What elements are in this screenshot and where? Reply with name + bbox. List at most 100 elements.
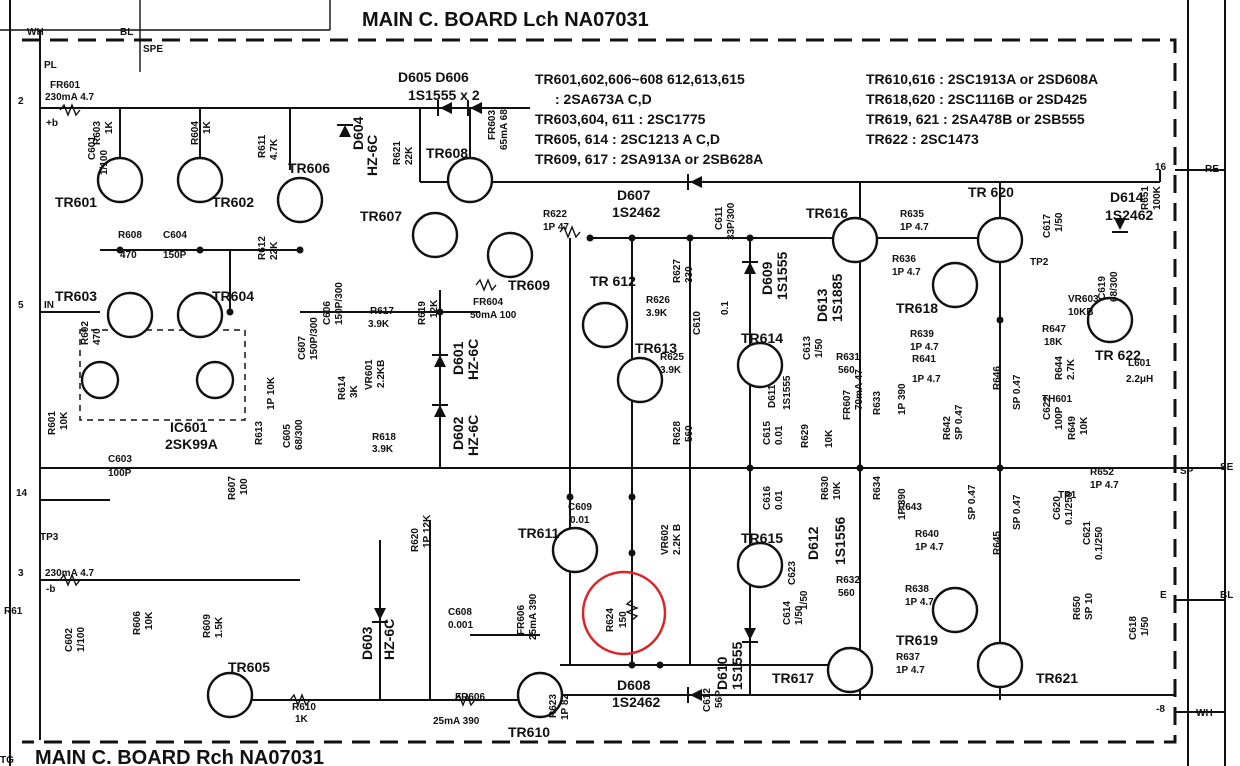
label-c601: C601: [87, 136, 98, 160]
label-r630: R630: [820, 476, 831, 500]
label-r614-value: 3K: [349, 384, 360, 398]
label-c616-value: 0.01: [774, 490, 785, 510]
title-lch: MAIN C. BOARD Lch NA07031: [362, 9, 649, 31]
label-r641-value: 1P 4.7: [912, 374, 941, 385]
label-c614: C614: [782, 601, 793, 625]
label-r602-value: 470: [92, 328, 103, 345]
note-4: TR605, 614 : 2SC1213 A C,D: [535, 131, 720, 147]
label-c621: C621: [1082, 521, 1093, 545]
label-r649-value: 10K: [1079, 416, 1090, 435]
label-r629-value: 10K: [824, 429, 835, 448]
label-d607-part: 1S2462: [612, 204, 660, 220]
pin-se: SE: [1220, 462, 1234, 473]
label-d605-d606: D605 D606: [398, 69, 469, 85]
pin-tg: TG: [0, 755, 14, 766]
note-5: TR609, 617 : 2SA913A or 2SB628A: [535, 151, 763, 167]
label-r604: R604: [190, 121, 201, 145]
label-tr617: TR617: [772, 670, 814, 686]
label-vr603: VR603: [1068, 294, 1099, 305]
label-d602: D602: [450, 416, 466, 450]
label-r609: R609: [202, 614, 213, 638]
label-tr612: TR 612: [590, 273, 636, 289]
label-r627: R627: [672, 259, 683, 283]
label-r628: R628: [672, 421, 683, 445]
label-r619: R619: [417, 301, 428, 325]
label-c607: C607: [297, 336, 308, 360]
label-tr605: TR605: [228, 659, 270, 675]
label-c604: C604: [163, 230, 187, 241]
component-labels-vertical: C601 1/100 R603 1K R604 1K R611 4.7K R61…: [47, 109, 1163, 720]
label-fr603-value: 65mA 68: [499, 109, 510, 150]
label-fr604: FR604: [473, 297, 503, 308]
label-r644-value: 2.7K: [1066, 358, 1077, 380]
label-vr601: VR601: [364, 359, 375, 390]
label-c619: C619: [1097, 276, 1108, 300]
label-tr603: TR603: [55, 288, 97, 304]
label-r635-value: 1P 4.7: [900, 222, 929, 233]
label-c617: C617: [1042, 214, 1053, 238]
label-r634: R634: [872, 476, 883, 500]
label-r619-value: 12K: [429, 299, 440, 318]
label-r635: R635: [900, 209, 924, 220]
note-9: TR622 : 2SC1473: [866, 131, 979, 147]
label-c620-value: 0.1/250: [1064, 491, 1075, 525]
label-r644: R644: [1054, 356, 1065, 380]
label-tr618: TR618: [896, 300, 938, 316]
label-tr602: TR602: [212, 194, 254, 210]
label-fr607-value: 70mA 47: [854, 369, 865, 410]
label-r640: R640: [915, 529, 939, 540]
label-r639-value: 1P 4.7: [910, 342, 939, 353]
label-vr601-value: 2.2KB: [376, 360, 387, 388]
label-r611-value: 4.7K: [269, 138, 280, 160]
label-tr609: TR609: [508, 277, 550, 293]
label-fr603: FR603: [487, 110, 498, 140]
label-c623-value: 1/50: [799, 590, 810, 610]
label-r609-value: 1.5K: [214, 616, 225, 638]
label-fr601: FR601: [50, 80, 80, 91]
label-tr611: TR611: [518, 525, 559, 541]
label-r638-value: 1P 4.7: [905, 597, 934, 608]
label-c601-value: 1/100: [99, 150, 110, 175]
label-d604-part: HZ-6C: [364, 135, 380, 176]
label-r603: R603: [92, 121, 103, 145]
label-r620: R620: [410, 528, 421, 552]
label-r633-value: 1P 390: [897, 383, 908, 415]
label-d611-part: 1S1555: [782, 375, 793, 410]
pin-tp2: TP2: [1030, 257, 1049, 268]
label-r652: R652: [1090, 467, 1114, 478]
label-c622-value: 100P: [1054, 406, 1065, 430]
label-vr603-value: 10KB: [1068, 307, 1094, 318]
label-r631: R631: [836, 352, 860, 363]
label-c618: C618: [1128, 616, 1139, 640]
label-r623: R623: [548, 694, 559, 718]
label-r636-value: 1P 4.7: [892, 267, 921, 278]
label-d601-part: HZ-6C: [465, 339, 481, 380]
label-c607-value: 150P/300: [309, 317, 320, 360]
label-r651: R651: [1140, 186, 1151, 210]
label-c617-value: 1/50: [1054, 212, 1065, 232]
label-r613: R613: [254, 421, 265, 445]
label-d613: D613: [814, 288, 830, 322]
label-r647: R647: [1042, 324, 1066, 335]
label-ic601-part: 2SK99A: [165, 436, 218, 452]
label-r625-value: 3.9K: [660, 365, 682, 376]
label-d612-part: 1S1556: [832, 517, 848, 565]
label-tr615: TR615: [741, 530, 783, 546]
label-c602: C602: [64, 628, 75, 652]
label-d611: D611: [767, 384, 778, 408]
label-r641: R641: [912, 354, 936, 365]
pin-14: 14: [16, 488, 28, 499]
label-r601: R601: [47, 411, 58, 435]
label-r623-value: 1P 82: [560, 694, 571, 720]
label-tr607: TR607: [360, 208, 402, 224]
label-c602-value: 1/100: [76, 627, 87, 652]
label-vr602-value: 2.2K B: [672, 524, 683, 555]
label-c614-value: 1/50: [794, 605, 805, 625]
pin-re: RE: [1205, 164, 1219, 175]
label-r626: R626: [646, 295, 670, 306]
label-r622-value: 1P 47: [543, 222, 569, 233]
pin-spe: SPE: [143, 44, 163, 55]
label-r630-value: 10K: [832, 481, 843, 500]
label-tr614: TR614: [741, 330, 783, 346]
label-vr602: VR602: [660, 524, 671, 555]
